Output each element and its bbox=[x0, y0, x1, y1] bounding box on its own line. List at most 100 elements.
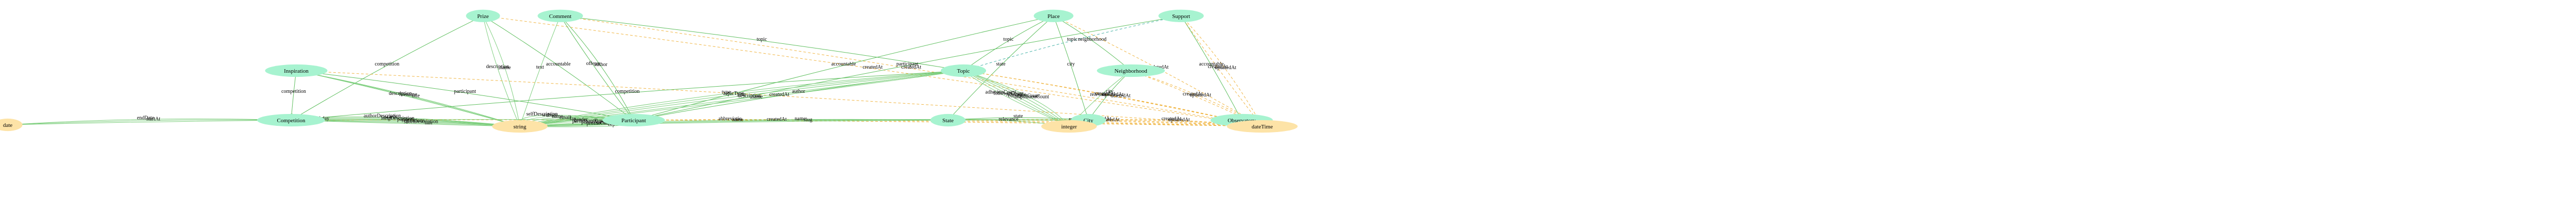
node-label-place: Place bbox=[1047, 13, 1060, 20]
node-date-time: dateTime bbox=[1227, 120, 1298, 133]
edge-label-accountable: accountable bbox=[832, 61, 856, 67]
edge-place-state bbox=[947, 15, 1054, 121]
edge-participant-created-at bbox=[633, 119, 1263, 127]
node-label-date: date bbox=[3, 122, 12, 128]
edge-comment-created-at bbox=[560, 15, 1263, 127]
edge-label-email: email bbox=[560, 115, 571, 121]
node-label-comment: Comment bbox=[549, 13, 571, 20]
edge-label-created-at: createdAt bbox=[1183, 91, 1203, 97]
node-shape-string bbox=[492, 120, 548, 133]
node-label-topic: Topic bbox=[957, 68, 970, 74]
edge-label-participant: participant bbox=[454, 89, 476, 94]
edge-label-name: name bbox=[752, 94, 763, 100]
node-label-state: State bbox=[942, 118, 954, 124]
edge-city-updated-at bbox=[1088, 120, 1263, 127]
edge-label-created-at: createdAt bbox=[767, 117, 787, 122]
edge-label-slug: slug bbox=[804, 117, 812, 123]
edge-label-topic: topic bbox=[1067, 37, 1078, 42]
node-label-date-time: dateTime bbox=[1251, 124, 1273, 130]
edge-label-state: state bbox=[1013, 113, 1023, 119]
edge-label-website: website bbox=[542, 112, 558, 118]
node-shape-comment bbox=[537, 9, 583, 22]
node-label-neighborhood: Neighborhood bbox=[1114, 68, 1147, 74]
node-comment: Comment bbox=[537, 9, 583, 22]
edge-label-offerer: offerer bbox=[586, 61, 601, 67]
edge-label-city: city bbox=[1106, 89, 1113, 94]
node-prize: Prize bbox=[466, 9, 500, 22]
edge-label-author: author bbox=[792, 89, 805, 94]
edge-comment-topic bbox=[560, 15, 964, 71]
edge-label-profile-condition: profileCondition bbox=[587, 121, 621, 126]
node-inspiration: Inspiration bbox=[265, 64, 328, 77]
edge-label-description: description bbox=[389, 91, 412, 96]
edge-prize-accountable bbox=[483, 15, 634, 121]
edge-label-short-description: shortDescription bbox=[404, 119, 438, 125]
edge-label-name: name bbox=[552, 113, 563, 119]
edge-topic-author bbox=[633, 70, 964, 121]
node-shape-state bbox=[930, 113, 966, 127]
edge-label-created-at: createdAt bbox=[1208, 64, 1228, 70]
edge-label-created-at: createdAt bbox=[769, 92, 789, 97]
edge-place-accountable bbox=[633, 15, 1054, 121]
edge-competition-regulations bbox=[291, 120, 520, 127]
edge-label-end-date: endDate bbox=[137, 115, 155, 121]
edge-label-awards: awards bbox=[383, 115, 397, 120]
edge-label-updated-at: updatedAt bbox=[1098, 117, 1120, 123]
node-place: Place bbox=[1033, 9, 1074, 22]
edge-label-relevance: relevance bbox=[998, 117, 1019, 122]
node-state: State bbox=[930, 113, 966, 127]
edge-label-type: type bbox=[722, 90, 731, 95]
edge-label-adhesion-count: adhesionCount bbox=[986, 90, 1016, 95]
edge-support-created-at bbox=[1181, 15, 1263, 127]
edge-label-description: description bbox=[486, 64, 509, 70]
edge-label-accountable: accountable bbox=[1199, 61, 1224, 67]
edge-place-city bbox=[1053, 15, 1089, 121]
edge-label-updated-at: updatedAt bbox=[1190, 92, 1211, 98]
edge-label-regulations: regulations bbox=[402, 118, 425, 123]
edge-label-name: name bbox=[732, 117, 743, 123]
edge-label-text: text bbox=[536, 64, 544, 70]
edge-label-competition: competition bbox=[281, 89, 306, 94]
edge-topic-inspiration-count bbox=[963, 70, 1070, 127]
node-shape-date-time bbox=[1227, 120, 1298, 133]
node-shape-date bbox=[0, 118, 23, 132]
edge-label-topic-type: topicType bbox=[724, 91, 744, 96]
node-label-prize: Prize bbox=[477, 13, 489, 20]
edge-prize-competition bbox=[291, 15, 483, 121]
edge-topic-competition bbox=[291, 70, 964, 121]
node-participant: Participant bbox=[602, 113, 665, 127]
node-shape-competition bbox=[257, 113, 325, 127]
edge-city-slug bbox=[519, 120, 1089, 127]
edge-label-competition: competition bbox=[615, 89, 640, 94]
edge-inspiration-participant bbox=[296, 70, 634, 121]
node-shape-prize bbox=[466, 9, 500, 22]
edge-label-accountable: accountable bbox=[546, 61, 571, 67]
edge-comment-offerer bbox=[560, 15, 634, 121]
edge-label-comment-count: commentCount bbox=[1008, 93, 1040, 99]
edge-competition-end-date bbox=[7, 119, 292, 125]
edge-label-follower-count: followerCount bbox=[993, 91, 1024, 96]
edge-label-author: author bbox=[594, 62, 607, 68]
edge-label-partners: partners bbox=[397, 117, 414, 122]
edge-label-state: state bbox=[996, 61, 1006, 67]
edge-topic-comment-count bbox=[963, 70, 1070, 127]
edge-label-relevance: relevance bbox=[1006, 92, 1026, 97]
node-shape-participant bbox=[602, 113, 665, 127]
edge-label-relevance: relevance bbox=[1090, 92, 1110, 97]
edge-label-created-at: createdAt bbox=[1161, 116, 1181, 122]
edge-label-neighborhood: neighborhood bbox=[1078, 37, 1107, 42]
edge-city-state bbox=[947, 117, 1089, 121]
edge-label-phone-number: phoneNumber bbox=[581, 120, 611, 125]
edge-label-long-description: longDescription bbox=[381, 116, 414, 121]
node-shape-place bbox=[1033, 9, 1074, 22]
edge-label-updated-at: updatedAt bbox=[1215, 65, 1236, 71]
edge-label-fax: fax bbox=[570, 116, 577, 122]
edge-prize-description bbox=[483, 15, 520, 127]
node-topic: Topic bbox=[941, 64, 986, 77]
edge-city-name bbox=[519, 119, 1089, 127]
edge-label-inspiration-count: inspirationCount bbox=[1014, 94, 1049, 100]
node-label-participant: Participant bbox=[621, 118, 646, 124]
node-string: string bbox=[492, 120, 548, 133]
